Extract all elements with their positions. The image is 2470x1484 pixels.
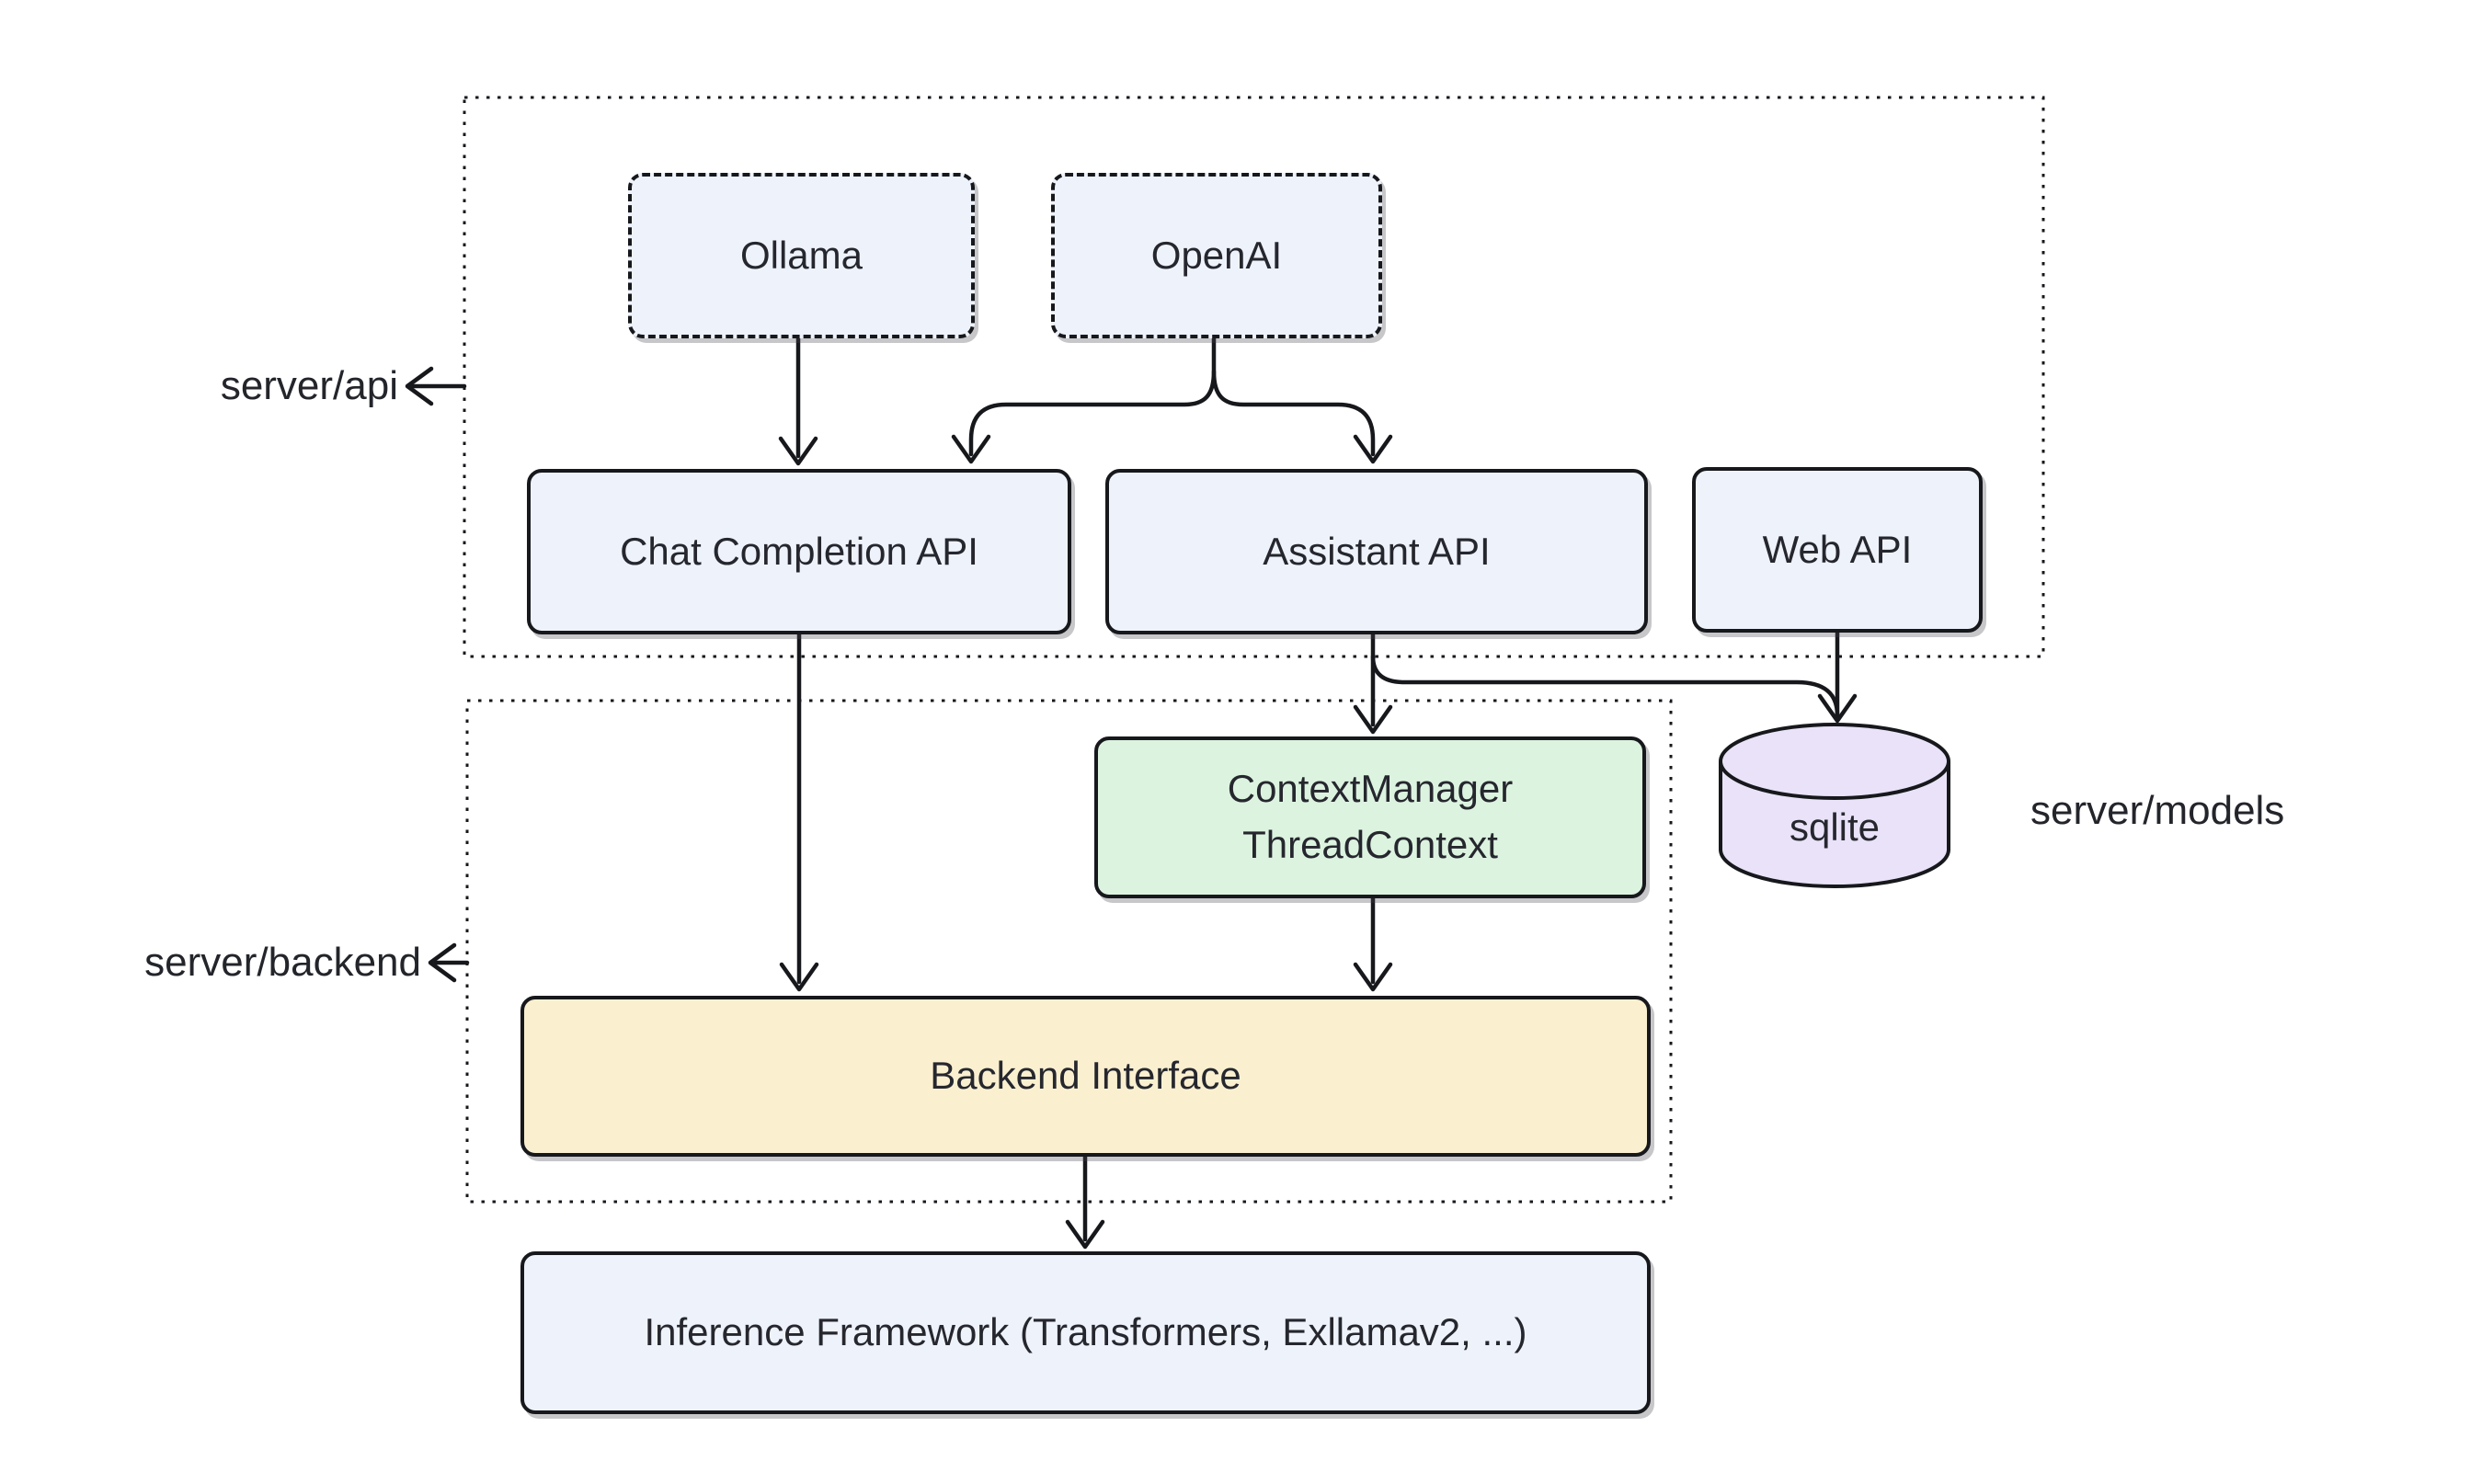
node-openai-label: OpenAI [1150, 233, 1283, 277]
node-inference-framework-label: Inference Framework (Transformers, Exlla… [644, 1310, 1527, 1354]
node-sqlite-label: sqlite [1789, 805, 1881, 849]
server-backend-group-border [465, 699, 1673, 1204]
sqlite-cylinder-top [1719, 723, 1950, 800]
group-label-server-backend: server/backend [144, 940, 421, 985]
node-backend-interface-label: Backend Interface [930, 1054, 1241, 1098]
node-ollama: Ollama [628, 173, 975, 338]
node-assistant-api-label: Assistant API [1263, 529, 1491, 573]
group-label-server-api: server/api [220, 363, 398, 408]
arrowhead-openai-chat [951, 434, 991, 464]
node-web-api-label: Web API [1762, 527, 1913, 571]
arrowhead-server-backend-pointer [428, 942, 457, 983]
node-inference-framework: Inference Framework (Transformers, Exlla… [520, 1251, 1651, 1414]
sqlite-cylinder [1719, 723, 1950, 888]
edge-assistant-sqlite [1370, 654, 1840, 718]
node-context-manager-label-line2: ThreadContext [1242, 823, 1498, 866]
arrowhead-openai-assistant [1353, 434, 1393, 464]
node-context-manager-label-line1: ContextManager [1227, 767, 1514, 811]
arrowhead-ollama-chat [778, 436, 818, 466]
arrowhead-assistant-context [1353, 704, 1393, 735]
node-openai: OpenAI [1051, 173, 1382, 338]
arrowhead-chat-backend [779, 962, 819, 992]
server-api-group-border [463, 96, 2045, 658]
node-ollama-label: Ollama [739, 233, 863, 277]
node-web-api: Web API [1692, 467, 1983, 633]
node-chat-completion-api: Chat Completion API [527, 469, 1071, 634]
arrowhead-backend-inference [1065, 1219, 1105, 1250]
node-backend-interface: Backend Interface [520, 996, 1651, 1157]
node-chat-completion-api-label: Chat Completion API [620, 529, 978, 573]
node-assistant-api: Assistant API [1105, 469, 1648, 634]
arrowhead-context-backend [1353, 962, 1393, 992]
arrowhead-server-api-pointer [405, 366, 434, 406]
node-context-manager: ContextManager ThreadContext [1094, 736, 1646, 898]
edge-openai-assistant [1211, 369, 1376, 457]
arrowhead-web-sqlite [1817, 693, 1858, 724]
edge-openai-chat [968, 336, 1217, 457]
group-label-server-models: server/models [2030, 788, 2285, 833]
